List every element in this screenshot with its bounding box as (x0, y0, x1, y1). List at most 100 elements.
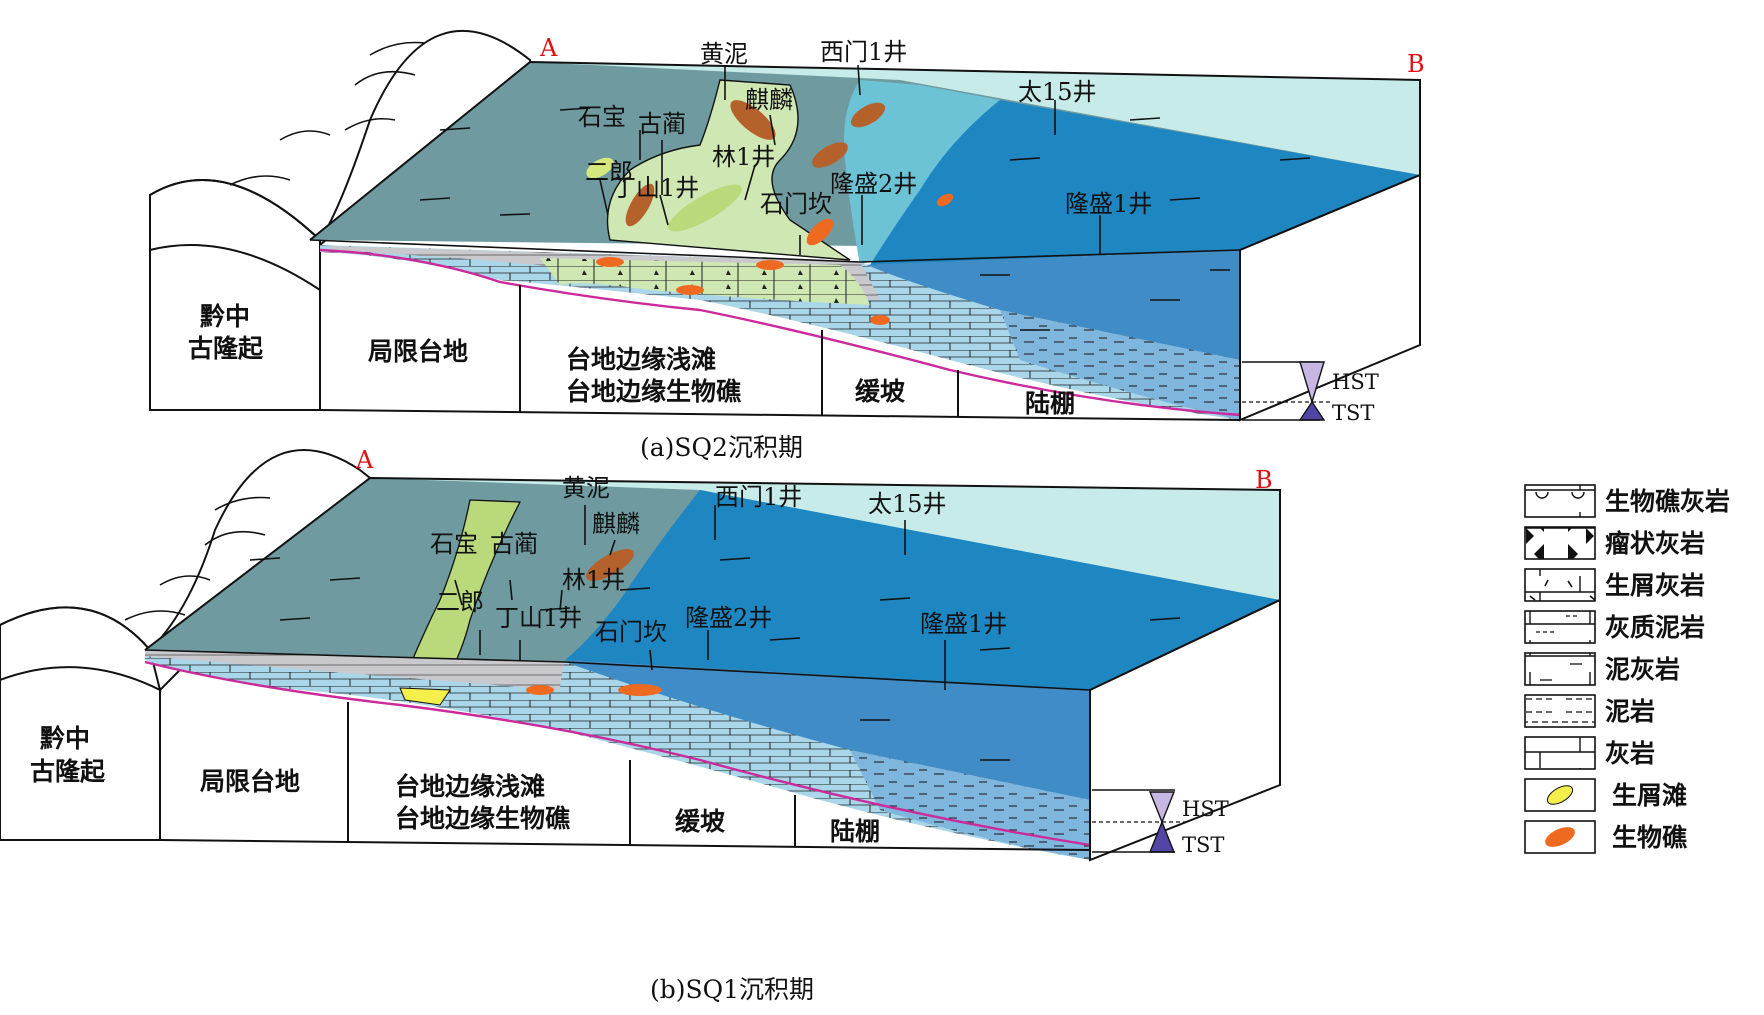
water-dashes-b (249, 557, 1181, 761)
legend-shoal-glyph (1546, 785, 1574, 805)
well-label-qilin-a: 麒麟 (745, 86, 793, 114)
zone-restricted-a: 局限台地 (368, 337, 468, 366)
panel-a: A B 黄泥 西门1井 石宝 古蔺 麒麟 二郎 林1井 丁山1井 石门坎 隆盛2… (149, 29, 1425, 462)
caption-a: (a)SQ2沉积期 (640, 433, 803, 462)
legend-label-nodular-limestone: 瘤状灰岩 (1605, 529, 1705, 558)
hst-label-b: HST (1182, 797, 1229, 821)
zone-shelf-b: 陆棚 (830, 817, 880, 846)
legend-item-marl: 泥灰岩 (1524, 652, 1680, 686)
reef-section-a1 (596, 257, 624, 267)
zone-margin-line1-b: 台地边缘浅滩 (395, 772, 545, 801)
well-label-gulan-a: 古蔺 (638, 110, 686, 138)
shoal-section-b (399, 687, 451, 706)
mud-strata-a (1000, 310, 1240, 420)
shoal-patch-a1 (586, 157, 614, 179)
marker-a-label-b: A (355, 446, 374, 474)
marker-b-label-b: B (1255, 466, 1273, 494)
block-outline-b (144, 476, 1281, 785)
mountain-strokes-a (229, 41, 426, 186)
zone-margin-line1-a: 台地边缘浅滩 (566, 345, 716, 374)
well-label-longsheng1-a: 隆盛1井 (1065, 190, 1152, 218)
legend-swatch-reef-limestone (1524, 484, 1596, 518)
zone-shelf-a: 陆棚 (1025, 389, 1075, 418)
reef-patch-a1 (730, 100, 776, 140)
sequence-boundary-a (319, 248, 1241, 417)
mud-strata-b (850, 750, 1090, 860)
well-label-dingshan1-b: 丁山1井 (495, 604, 582, 632)
zone-divider-a0 (150, 252, 321, 411)
legend-swatch-nodular-limestone (1524, 526, 1596, 560)
legend-label-bioclastic-limestone: 生屑灰岩 (1605, 571, 1705, 600)
legend-item-nodular-limestone: 瘤状灰岩 (1524, 526, 1705, 560)
legend-reef-glyph (1545, 827, 1575, 847)
reef-section-a2 (756, 260, 784, 270)
well-label-shibao-b: 石宝 (430, 530, 478, 558)
legend-swatch-marl (1524, 652, 1596, 686)
legend-label-reef: 生物礁 (1612, 823, 1687, 852)
shoal-patch-a2 (668, 184, 742, 232)
well-label-longsheng1-b: 隆盛1井 (920, 610, 1007, 638)
legend-label-reef-limestone: 生物礁灰岩 (1605, 487, 1730, 516)
reef-patch-b1 (586, 548, 634, 582)
legend-item-bioclastic-limestone: 生屑灰岩 (1524, 568, 1705, 602)
zone-uplift-line2-b: 古隆起 (30, 757, 106, 786)
hst-label-a: HST (1332, 370, 1379, 394)
well-label-ximen1-a: 西门1井 (820, 38, 907, 66)
zone-uplift-line1-a: 黔中 (200, 302, 250, 331)
grey-strata-b (145, 650, 565, 690)
well-label-huangni-a: 黄泥 (700, 40, 748, 68)
well-label-shimenkan-b: 石门坎 (595, 618, 667, 646)
reef-patch-a6 (936, 193, 954, 207)
well-label-erlang-b: 二郎 (436, 588, 484, 616)
base-line-a (319, 409, 1241, 421)
top-edge-a (309, 174, 1421, 263)
well-label-ximen1-b: 西门1井 (715, 483, 802, 511)
reef-section-b2 (618, 684, 662, 696)
legend-item-reef-limestone: 生物礁灰岩 (1524, 484, 1730, 518)
reef-section-a4 (870, 315, 890, 325)
well-label-tai15-a: 太15井 (1018, 78, 1097, 106)
legend-label-mudstone: 泥岩 (1605, 697, 1655, 726)
tst-label-b: TST (1182, 833, 1224, 857)
base-line-b (159, 839, 1091, 851)
zone-restricted-b: 局限台地 (200, 767, 300, 796)
tst-triangle-b (1148, 820, 1176, 853)
legend-swatch-limestone (1524, 736, 1596, 770)
zone-ramp-a: 缓坡 (855, 377, 905, 406)
caption-b: (b)SQ1沉积期 (650, 975, 814, 1004)
legend-item-bioclastic-shoal: 生屑滩 (1524, 778, 1687, 812)
well-leaders-a (599, 64, 1101, 255)
legend-label-limestone: 灰岩 (1605, 739, 1655, 768)
well-label-qilin-b: 麒麟 (592, 510, 640, 538)
legend-swatch-mudstone (1524, 694, 1596, 728)
legend-item-mudstone: 泥岩 (1524, 694, 1655, 728)
uplift-crosshatch-b (0, 606, 162, 692)
well-label-shibao-a: 石宝 (578, 103, 626, 131)
well-label-tai15-b: 太15井 (868, 490, 947, 518)
well-label-dingshan1-a: 丁山1井 (612, 174, 699, 202)
sequence-boundary-b (144, 660, 1091, 847)
tst-label-a: TST (1332, 401, 1374, 425)
zone-ramp-b: 缓坡 (675, 807, 725, 836)
well-label-longsheng2-a: 隆盛2井 (830, 170, 917, 198)
legend-item-limestone: 灰岩 (1524, 736, 1655, 770)
hst-triangle-b (1148, 791, 1176, 824)
marker-b-label-a: B (1407, 50, 1425, 78)
cross-section-b (145, 650, 1090, 860)
well-label-shimenkan-a: 石门坎 (760, 190, 832, 218)
ramp-water-a (844, 80, 1000, 265)
legend-label-bioclastic-shoal: 生屑滩 (1612, 781, 1687, 810)
water-dashes-a (419, 107, 1311, 331)
well-label-huangni-b: 黄泥 (562, 474, 610, 502)
well-label-erlang-a: 二郎 (585, 158, 633, 186)
block-outline-a (309, 60, 1421, 345)
upper-water-b (370, 478, 1280, 600)
mountain-strokes-b (124, 496, 271, 621)
zone-uplift-line1-b: 黔中 (40, 724, 90, 753)
legend: 生物礁灰岩 瘤状灰岩 生屑灰岩 灰质泥岩 泥灰岩 泥岩 灰岩 生 (1524, 484, 1730, 854)
well-label-lin1-b: 林1井 (562, 566, 625, 594)
reef-section-a3 (676, 285, 704, 295)
shoal-strata-a (540, 258, 870, 305)
reef-patch-a2 (625, 183, 655, 227)
